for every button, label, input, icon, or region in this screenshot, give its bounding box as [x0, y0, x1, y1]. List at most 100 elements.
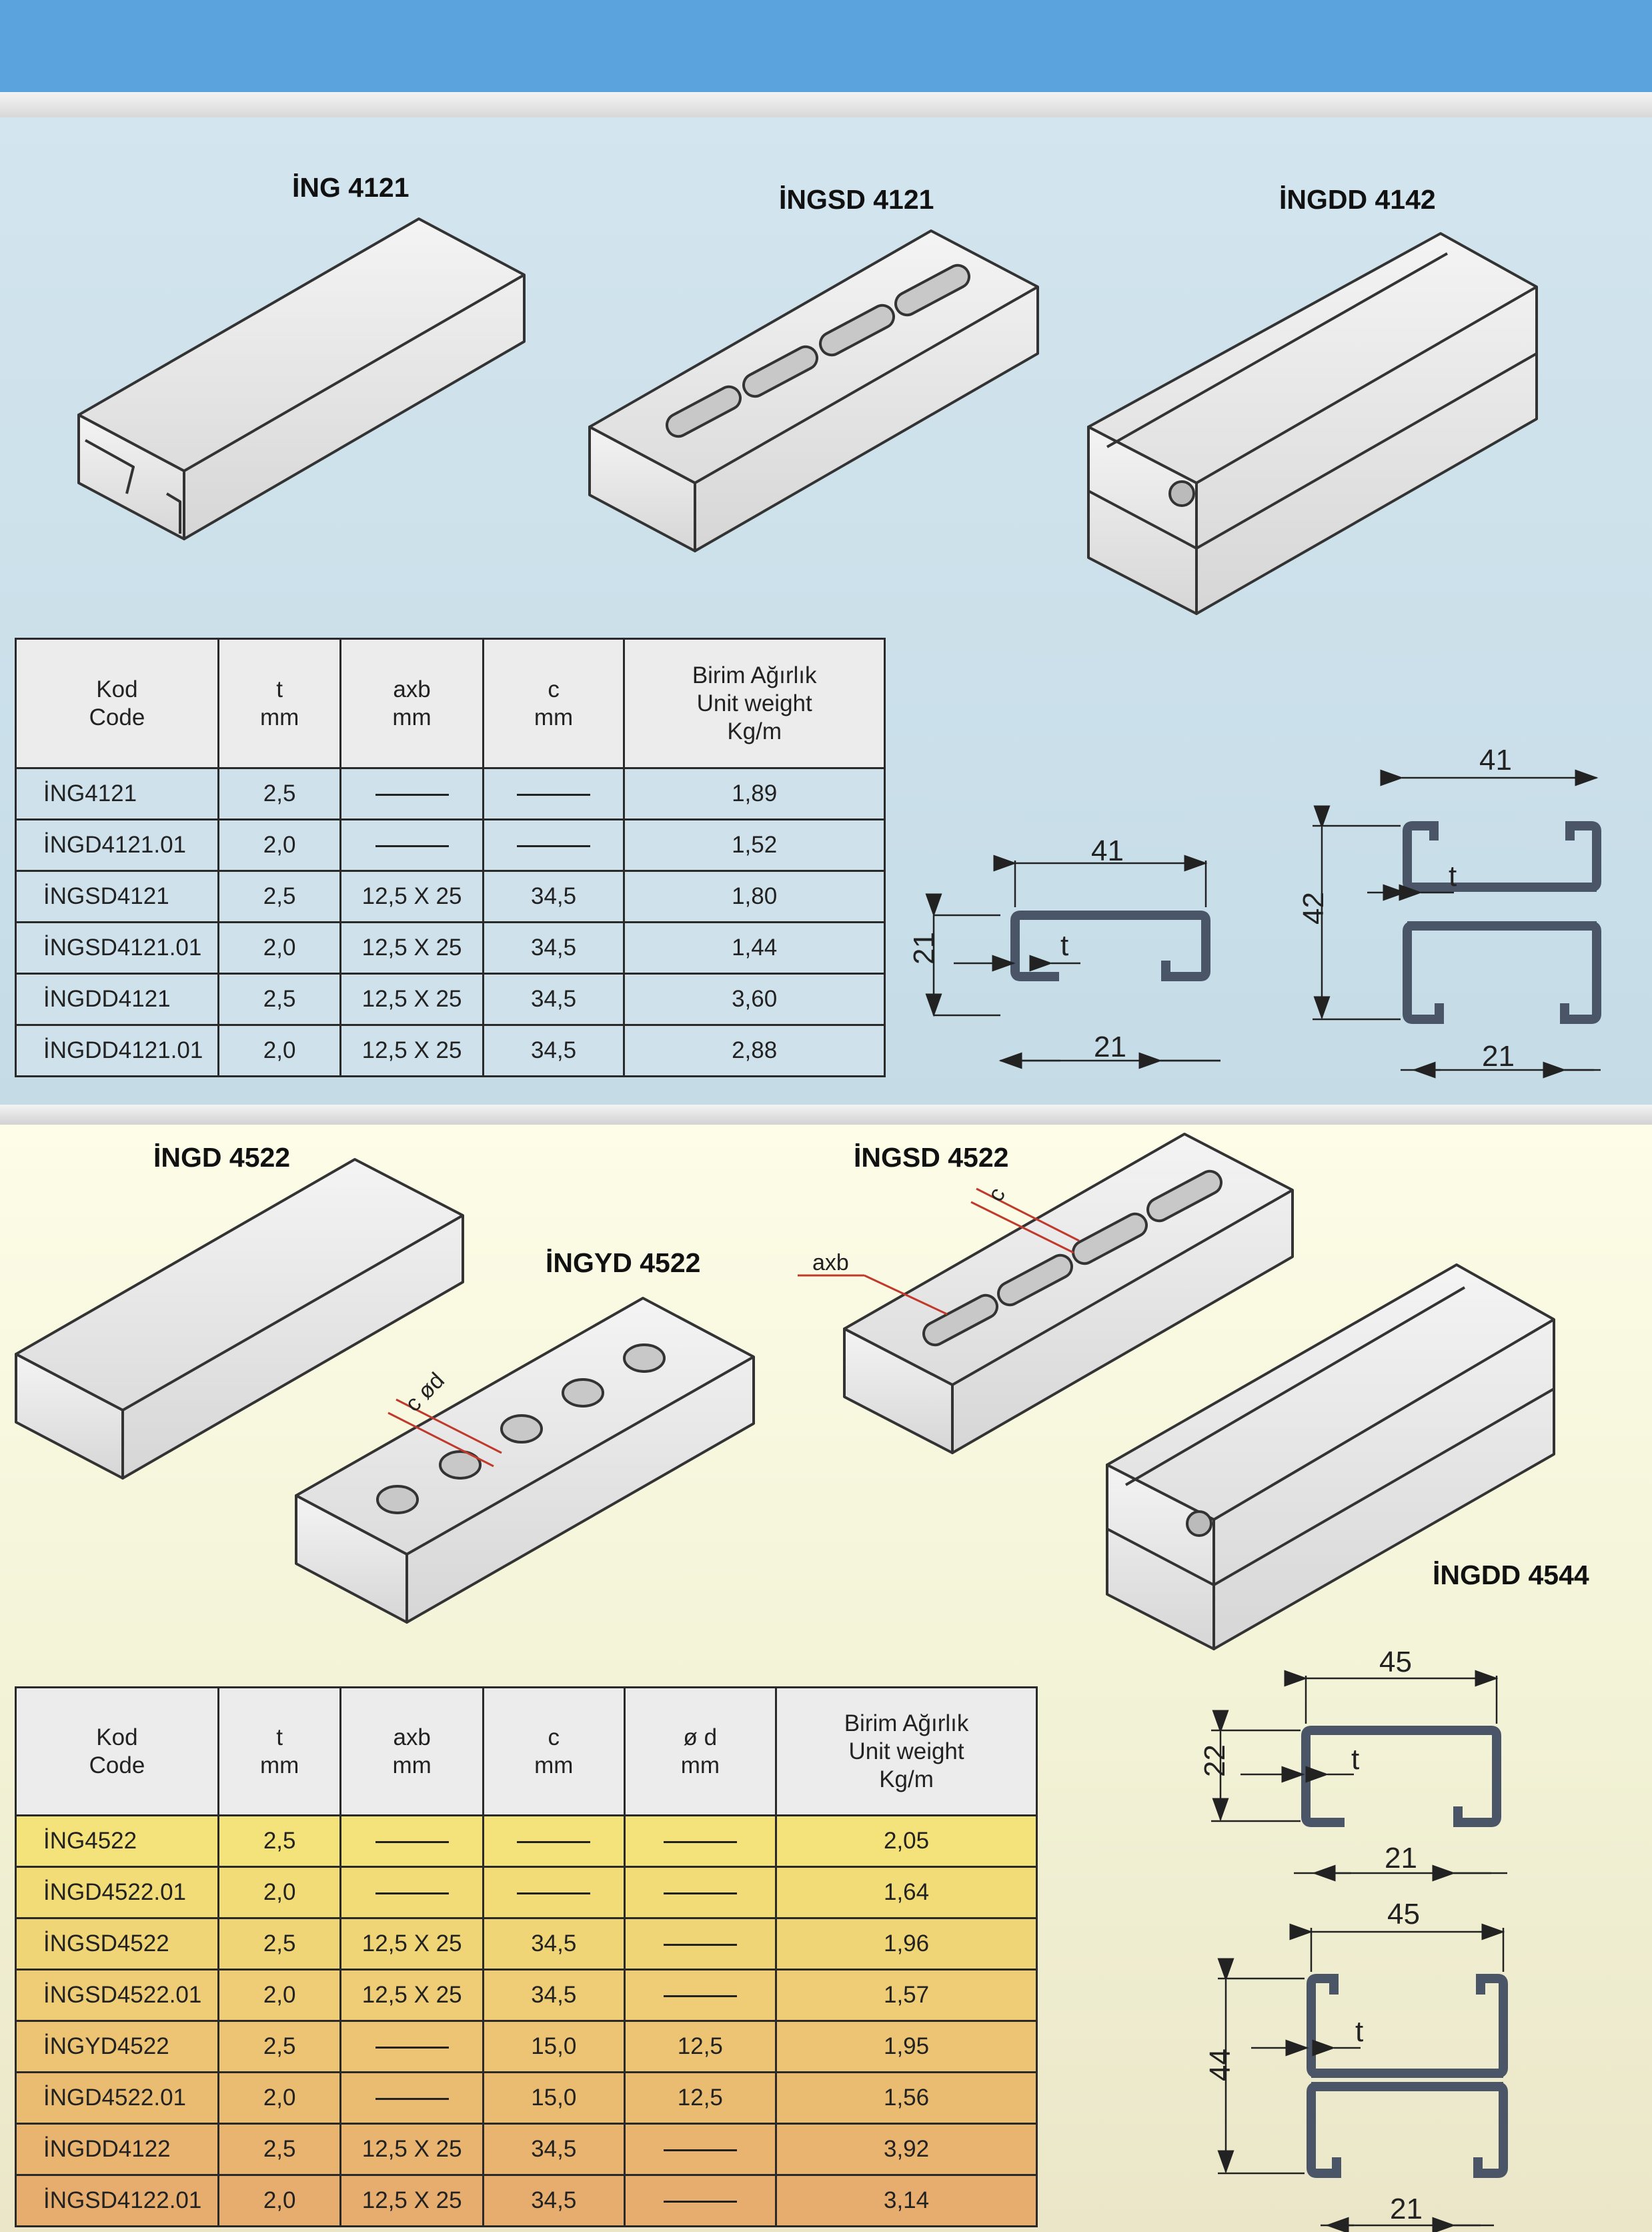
table-cell: 12,5	[623, 2020, 778, 2073]
empty-dash	[375, 1841, 449, 1844]
product-title: İNGYD 4522	[546, 1247, 701, 1278]
table-cell	[339, 1814, 484, 1868]
cell-code: İNGDD4122	[15, 2123, 219, 2176]
table-cell: 2,88	[623, 1024, 886, 1077]
table-cell: 1,56	[775, 2071, 1038, 2125]
cell-code: İNGSD4522.01	[15, 1969, 219, 2022]
header-t: t mm	[217, 638, 342, 769]
dim-height-label: 21	[908, 932, 940, 965]
table-cell: 34,5	[482, 1024, 626, 1077]
table-cell	[623, 1917, 778, 1971]
table-cell: 2,5	[217, 870, 342, 923]
cell-code: İNGDD4121.01	[15, 1024, 219, 1077]
table-cell	[339, 818, 484, 872]
table-cell: 2,5	[217, 1917, 342, 1971]
header-axb: axb mm	[339, 638, 484, 769]
empty-dash	[517, 794, 591, 796]
product-title: İNG 4121	[292, 172, 409, 203]
table-cell: 2,5	[217, 2123, 342, 2176]
empty-dash	[663, 1995, 737, 1998]
table-cell: 15,0	[482, 2020, 626, 2073]
header-weight: Birim Ağırlık Unit weight Kg/m	[623, 638, 886, 769]
table-cell	[482, 1866, 626, 1919]
dim-width-label: 41	[1479, 744, 1512, 776]
empty-dash	[517, 845, 591, 848]
cell-code: İNG4121	[15, 767, 219, 820]
dim-opening-label: 21	[1390, 2193, 1423, 2225]
channel-ingsd-4522	[843, 1133, 1294, 1454]
empty-dash	[663, 1841, 737, 1844]
table-cell: 2,0	[217, 921, 342, 975]
dim-t-label: t	[1060, 929, 1068, 962]
table-cell: 34,5	[482, 2174, 626, 2227]
table-cell	[623, 1866, 778, 1919]
table-cell: 2,5	[217, 2020, 342, 2073]
header-code: Kod Code	[15, 638, 219, 769]
table-cell	[339, 2071, 484, 2125]
table-cell: 12,5 X 25	[339, 1969, 484, 2022]
product-title: İNGD 4522	[153, 1142, 291, 1173]
table-cell: 12,5 X 25	[339, 1917, 484, 1971]
profile-45x22	[1211, 1670, 1507, 1882]
product-title: İNGSD 4121	[779, 184, 934, 215]
table-cell: 1,64	[775, 1866, 1038, 1919]
table-cell: 12,5 X 25	[339, 921, 484, 975]
table-cell: 12,5 X 25	[339, 870, 484, 923]
dim-t-label: t	[1351, 1743, 1359, 1776]
empty-dash	[375, 794, 449, 796]
cell-code: İNGSD4122.01	[15, 2174, 219, 2227]
table-cell	[482, 767, 626, 820]
table-cell: 12,5	[623, 2071, 778, 2125]
cell-code: İNG4522	[15, 1814, 219, 1868]
table-cell: 1,96	[775, 1917, 1038, 1971]
table-cell: 2,05	[775, 1814, 1038, 1868]
profile-45x44	[1217, 1923, 1508, 2232]
empty-dash	[663, 1892, 737, 1895]
table-cell: 3,92	[775, 2123, 1038, 2176]
divider	[0, 1105, 1652, 1125]
table-cell: 2,0	[217, 1024, 342, 1077]
cell-code: İNGSD4522	[15, 1917, 219, 1971]
profile-41x42	[1313, 769, 1601, 1079]
empty-dash	[375, 2098, 449, 2101]
table-cell: 3,14	[775, 2174, 1038, 2227]
table-header-row: Kod Code t mm axb mm c mm ø d mm Birim A…	[15, 1686, 1038, 1816]
dim-width-label: 45	[1379, 1646, 1412, 1678]
table-cell: 34,5	[482, 870, 626, 923]
dim-height-label: 22	[1198, 1744, 1231, 1777]
empty-dash	[517, 1892, 591, 1895]
cell-code: İNGYD4522	[15, 2020, 219, 2073]
empty-dash	[375, 845, 449, 848]
table-cell: 2,5	[217, 767, 342, 820]
table-cell: 15,0	[482, 2071, 626, 2125]
dim-opening-label: 21	[1094, 1031, 1126, 1063]
spec-table-41: Kod Code t mm axb mm c mm Birim Ağırlık …	[15, 638, 886, 1077]
table-cell	[482, 1814, 626, 1868]
empty-dash	[663, 1944, 737, 1946]
table-cell	[623, 2174, 778, 2227]
table-cell: 1,95	[775, 2020, 1038, 2073]
table-cell: 1,89	[623, 767, 886, 820]
dim-t-label: t	[1355, 2015, 1363, 2048]
cell-code: İNGD4522.01	[15, 2071, 219, 2125]
product-title: İNGSD 4522	[854, 1142, 1009, 1173]
channel-ingdd-4544	[1106, 1263, 1555, 1650]
dim-opening-label: 21	[1482, 1040, 1515, 1073]
table-cell: 2,5	[217, 973, 342, 1026]
dim-height-label: 44	[1204, 2049, 1236, 2081]
table-cell: 2,0	[217, 2071, 342, 2125]
table-cell: 12,5 X 25	[339, 1024, 484, 1077]
table-cell	[623, 1814, 778, 1868]
dim-t-label: t	[1449, 860, 1457, 893]
table-cell	[482, 818, 626, 872]
